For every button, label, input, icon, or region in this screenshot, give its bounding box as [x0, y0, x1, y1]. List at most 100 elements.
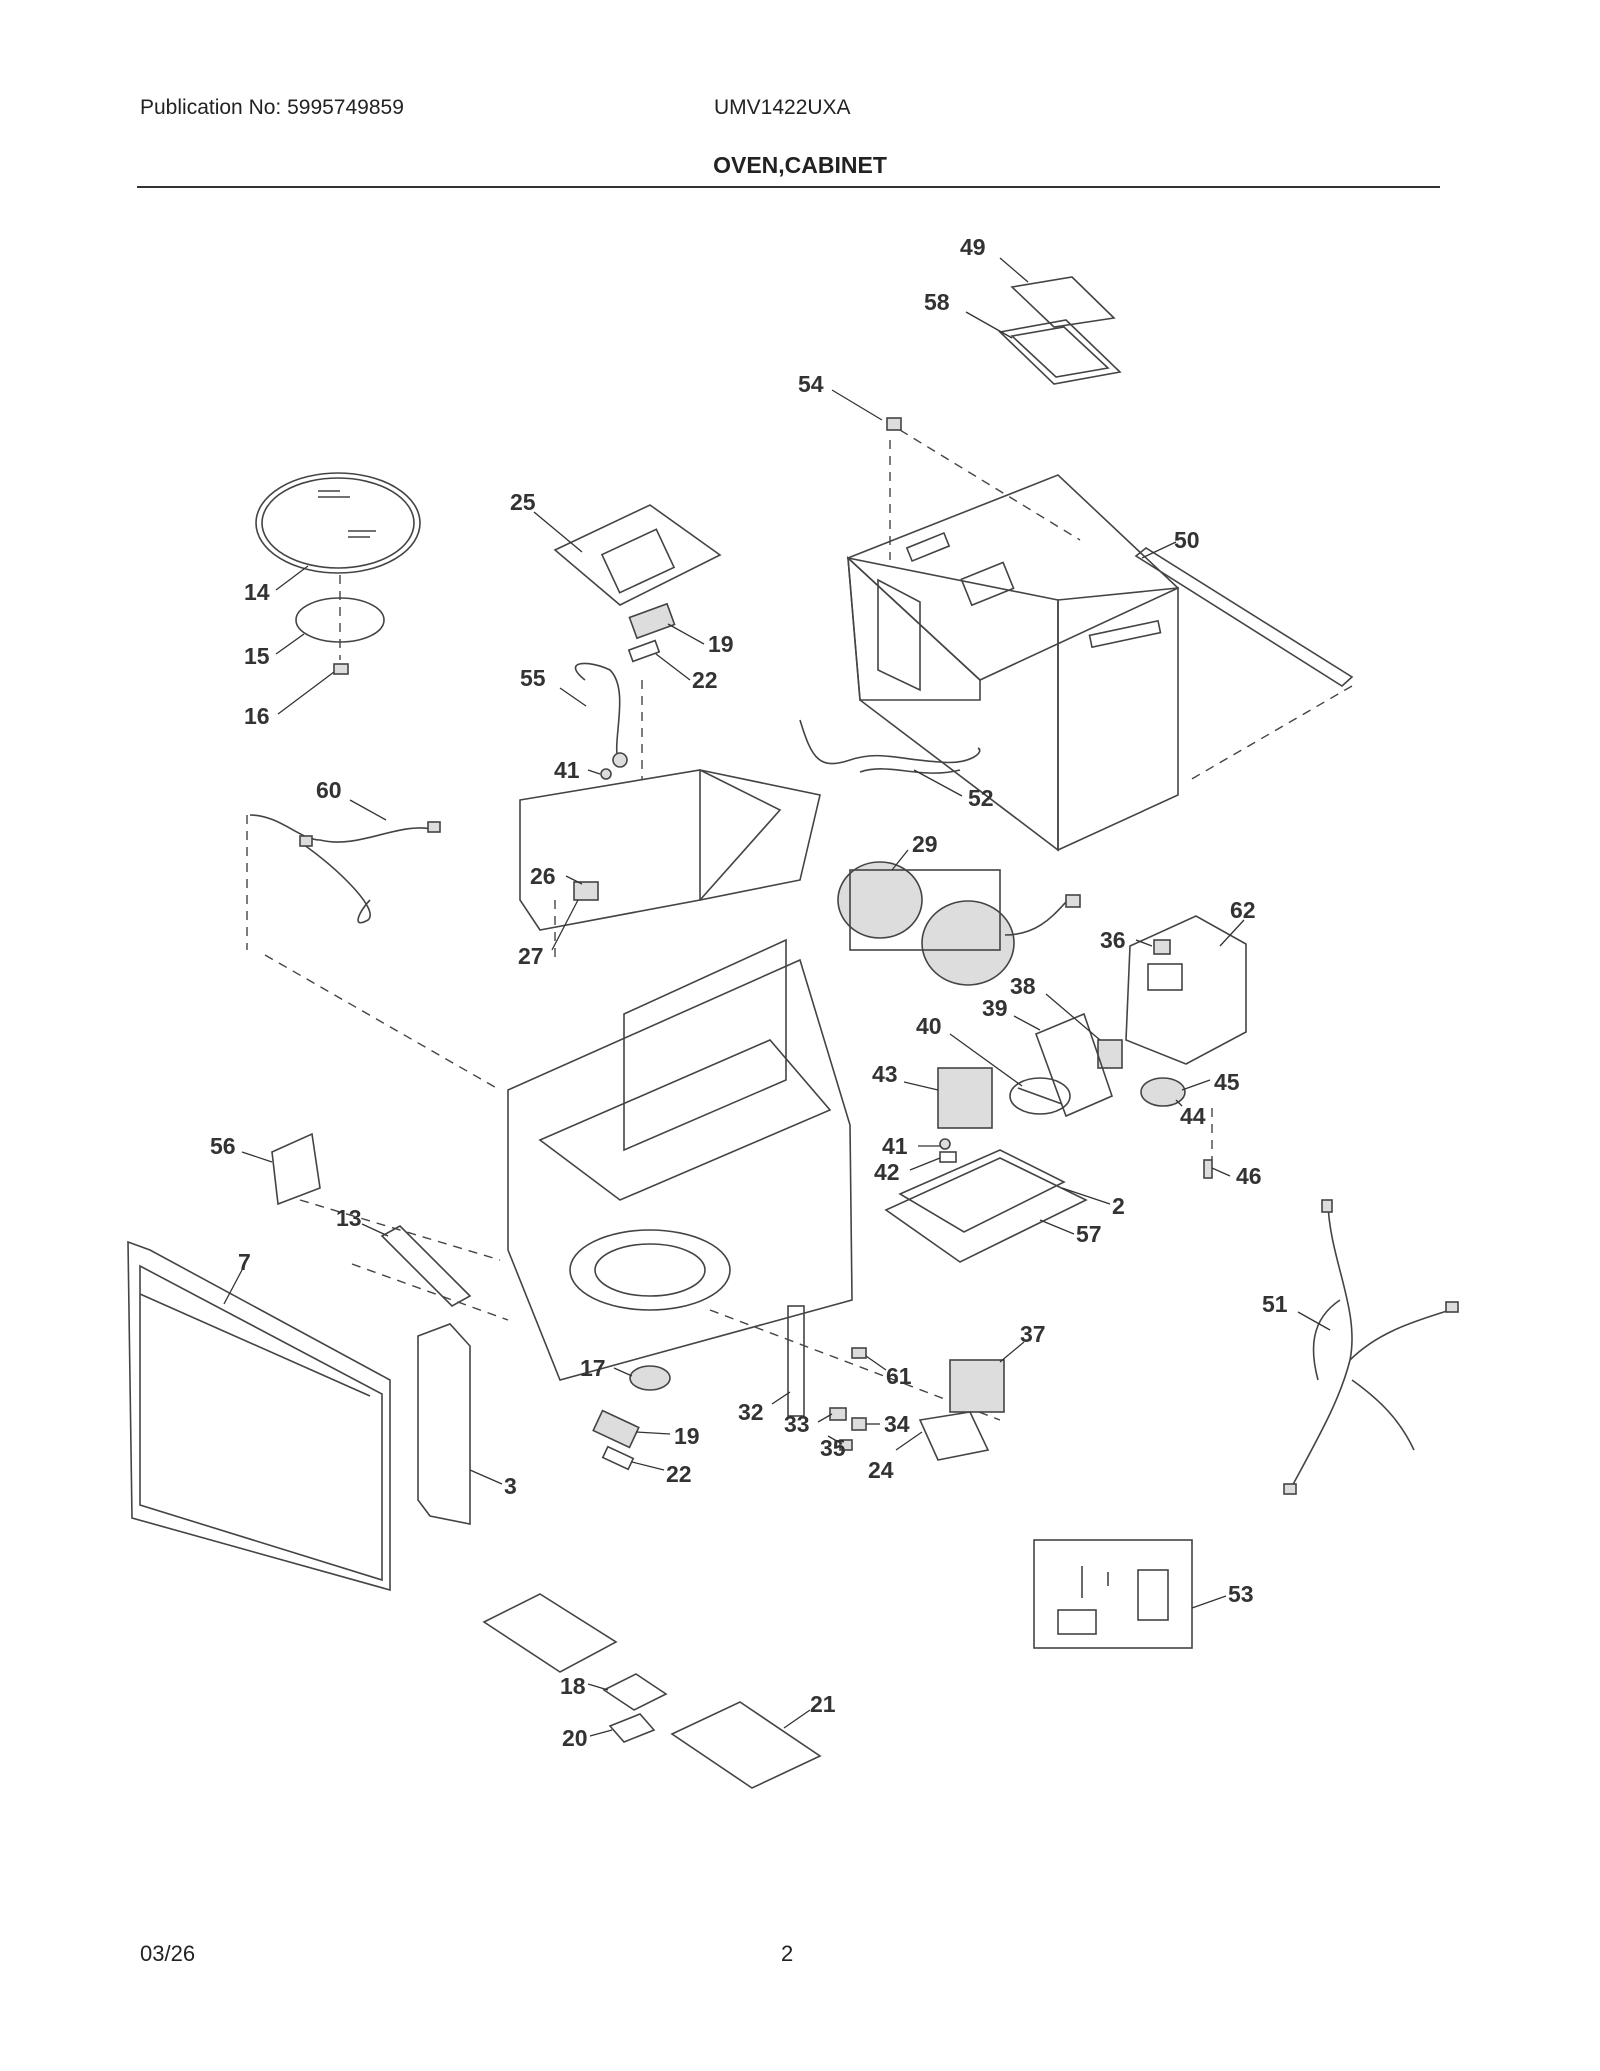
callout-37: 37 — [1020, 1321, 1046, 1347]
leader-29 — [891, 849, 909, 871]
leader-42 — [909, 1157, 941, 1171]
callout-25: 25 — [510, 489, 536, 515]
part-49-charcoal-filter — [1010, 276, 1116, 328]
leader-55 — [559, 687, 587, 707]
callout-57: 57 — [1076, 1221, 1102, 1247]
callout-44: 44 — [1180, 1103, 1206, 1129]
part-14-turntable — [255, 472, 421, 574]
dash-line — [264, 954, 501, 1091]
part-46-diode — [1203, 1159, 1213, 1179]
page-title: OVEN,CABINET — [713, 152, 887, 178]
leader-37 — [999, 1341, 1025, 1363]
leader-20 — [589, 1729, 613, 1737]
part-20-lamp-lens — [608, 1713, 656, 1743]
callout-21: 21 — [810, 1691, 836, 1717]
leader-61 — [865, 1355, 887, 1371]
callout-51: 51 — [1262, 1291, 1288, 1317]
part-33-switch — [829, 1407, 847, 1421]
part-16-coupler — [333, 663, 349, 675]
leader-22b — [631, 1461, 665, 1471]
callout-50: 50 — [1174, 527, 1200, 553]
part-37-hv-transformer — [949, 1359, 1005, 1413]
leader-17 — [613, 1367, 633, 1377]
part-61-fuse — [851, 1347, 867, 1359]
part-40-fan-blade — [1009, 1077, 1071, 1115]
part-56-shield — [271, 1132, 321, 1206]
part-25-cover-window — [600, 528, 676, 594]
part-62-bracket-window — [1147, 963, 1183, 991]
callout-35: 35 — [820, 1435, 846, 1461]
leader-25 — [533, 511, 583, 553]
leader-54 — [831, 389, 883, 421]
part-55-thermal-cutout — [574, 662, 621, 761]
part-42-mount — [939, 1151, 957, 1163]
callout-20: 20 — [562, 1725, 588, 1751]
callout-18: 18 — [560, 1673, 586, 1699]
part-oven-cavity-top — [538, 1039, 832, 1201]
callout-39: 39 — [982, 995, 1008, 1021]
part-19-lamp-housing — [628, 602, 676, 640]
callout-33: 33 — [784, 1411, 810, 1437]
part-51-wiring-harness — [1289, 1203, 1451, 1491]
part-2-base-plate — [898, 1149, 1066, 1233]
callout-56: 56 — [210, 1133, 236, 1159]
part-58-filter-frame-inner — [1010, 326, 1110, 378]
callout-38: 38 — [1010, 973, 1036, 999]
callout-49: 49 — [960, 234, 986, 260]
part-13-door-choke — [380, 1225, 472, 1307]
part-29-blower-wheel — [921, 900, 1015, 986]
callout-13: 13 — [336, 1205, 362, 1231]
leader-40 — [949, 1033, 1023, 1087]
part-55-sensor — [612, 752, 628, 768]
dash-line — [351, 1263, 509, 1321]
callout-19-lower: 19 — [674, 1423, 700, 1449]
part-51-connector — [1283, 1483, 1297, 1495]
leader-35 — [827, 1435, 843, 1445]
part-43-transformer — [937, 1067, 993, 1129]
part-60-connector — [299, 835, 313, 847]
part-58-filter-frame — [998, 319, 1122, 385]
callout-41-upper: 41 — [554, 757, 580, 783]
part-17-turntable-motor — [629, 1365, 671, 1391]
model-number: UMV1422UXA — [714, 96, 851, 119]
callout-32: 32 — [738, 1399, 764, 1425]
part-38-fan-motor — [1097, 1039, 1123, 1069]
part-24-diode-bracket — [918, 1411, 990, 1461]
callout-22-lower: 22 — [666, 1461, 692, 1487]
part-cabinet-slot — [1088, 619, 1162, 649]
leader-19b — [635, 1431, 671, 1435]
leader-44 — [1175, 1099, 1183, 1107]
leader-41a — [587, 769, 601, 775]
leader-14 — [275, 565, 309, 591]
callout-24: 24 — [868, 1457, 894, 1483]
leader-45 — [1181, 1079, 1211, 1091]
part-51-connector — [1321, 1199, 1333, 1213]
footer-date: 03/26 — [140, 1941, 196, 1966]
part-54-damper — [886, 417, 902, 431]
callout-55: 55 — [520, 665, 546, 691]
leader-lines — [223, 257, 1331, 1737]
part-outer-cabinet-face — [847, 556, 981, 701]
part-52-power-cord — [799, 719, 981, 774]
part-36-switch — [1153, 939, 1171, 955]
callout-45: 45 — [1214, 1069, 1240, 1095]
part-18-lamp-cover — [602, 1673, 668, 1711]
leader-27 — [551, 899, 579, 951]
part-29-blower-frame — [849, 869, 1001, 951]
callout-58: 58 — [924, 289, 950, 315]
leader-16 — [277, 671, 335, 715]
part-cabinet-cutout — [960, 561, 1015, 607]
leader-57 — [1039, 1219, 1075, 1235]
publication-number: Publication No: 5995749859 — [140, 96, 404, 119]
part-32-latch-board — [787, 1305, 805, 1417]
part-cabinet-cutout — [905, 531, 951, 563]
callout-labels: 49 58 54 25 50 14 15 16 19 22 55 41 52 6… — [210, 234, 1288, 1751]
leader-58 — [965, 311, 1013, 339]
leader-53 — [1191, 1595, 1227, 1609]
callout-46: 46 — [1236, 1163, 1262, 1189]
callout-27: 27 — [518, 943, 544, 969]
part-60-wire-harness — [249, 814, 437, 924]
callout-16: 16 — [244, 703, 270, 729]
part-41-screw — [600, 768, 612, 780]
leader-26 — [565, 875, 583, 885]
